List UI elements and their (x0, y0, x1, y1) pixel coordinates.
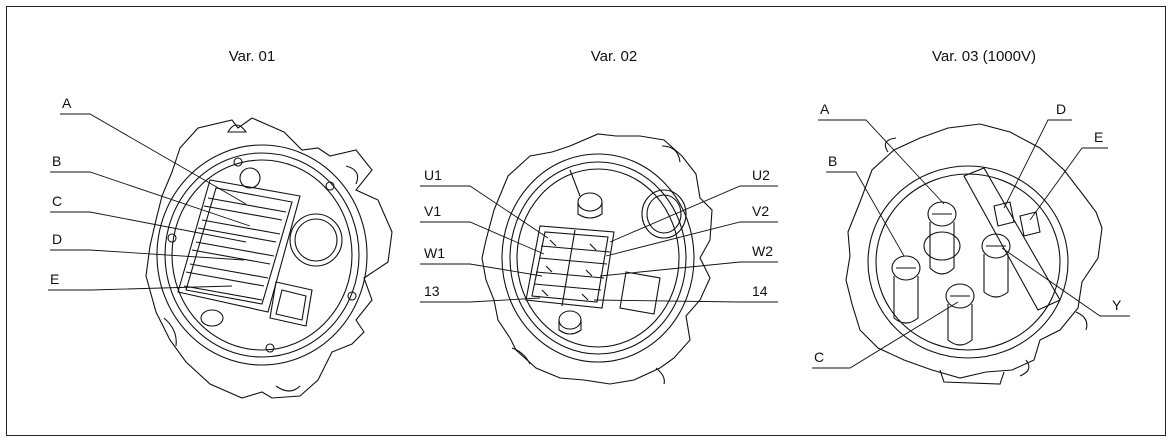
var02-flange (481, 133, 713, 385)
var03-studs (891, 201, 1011, 346)
var03-label-b: B (828, 153, 838, 169)
var02-label-13: 13 (424, 283, 440, 299)
var02-title: Var. 02 (590, 48, 638, 65)
var02-outer-ring (501, 153, 695, 363)
var03-label-a: A (820, 101, 830, 117)
var03-flange (845, 123, 1103, 379)
var03-terminal-e (1019, 211, 1041, 237)
var01-rect-part (269, 281, 313, 327)
drawing-frame (6, 6, 1166, 436)
var01-drawing (48, 113, 393, 399)
var02-cable-entry (641, 189, 687, 239)
var03-label-d: D (1056, 101, 1067, 117)
var02-label-14: 14 (752, 283, 768, 299)
var02-label-v2: V2 (752, 203, 770, 219)
var01-title: Var. 01 (228, 48, 276, 65)
var03-terminal-d (993, 201, 1015, 227)
var02-rect-part (619, 271, 661, 315)
var01-label-e: E (50, 271, 60, 287)
var02-terminal-grid (533, 229, 611, 307)
var02-label-u2: U2 (752, 167, 770, 183)
var02-terminal-block (525, 225, 615, 309)
var03-label-y: Y (1112, 297, 1122, 313)
var02-label-v1: V1 (424, 203, 442, 219)
var01-leaders (48, 113, 251, 291)
var02-label-u1: U1 (424, 167, 442, 183)
var03-title: Var. 03 (1000V) (932, 48, 1036, 65)
var02-drawing (420, 133, 778, 385)
var01-label-b: B (52, 153, 62, 169)
var01-outer-ring (156, 144, 368, 366)
var02-label-w1: W1 (424, 245, 445, 261)
var02-label-w2: W2 (752, 243, 773, 259)
var01-label-a: A (62, 95, 72, 111)
var01-label-c: C (52, 193, 63, 209)
var03-leaders (812, 119, 1130, 369)
var01-terminal-slots (183, 197, 287, 301)
var03-outer-ring (867, 165, 1069, 359)
var01-label-d: D (52, 231, 63, 247)
var01-cable-entry (289, 213, 343, 267)
var02-leaders (420, 185, 778, 303)
var03-label-c: C (814, 349, 825, 365)
var01-terminal-block (177, 179, 301, 313)
var01-flange (145, 117, 393, 399)
var03-drawing (812, 119, 1130, 385)
var03-label-e: E (1094, 129, 1104, 145)
